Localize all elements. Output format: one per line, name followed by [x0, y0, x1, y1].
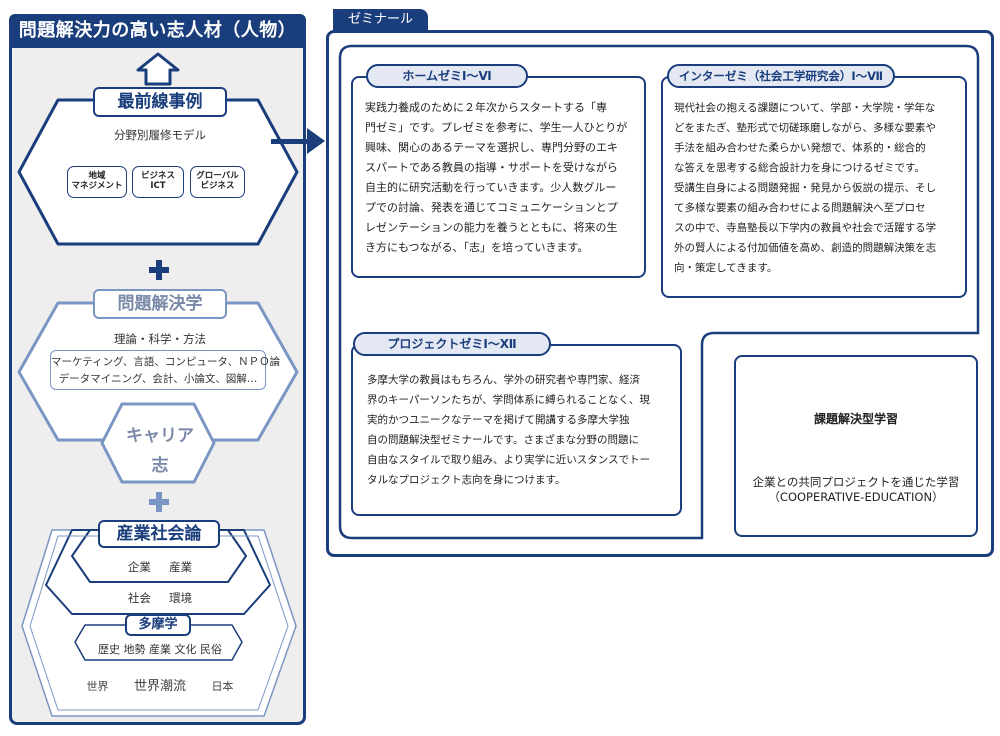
- coop-title: 課題解決型学習: [813, 412, 898, 426]
- tama-items: 歴史 地勢 産業 文化 民俗: [82, 641, 238, 657]
- problem-topics-box: マーケティング、言語、コンピュータ、ＮＰＯ論 データマイニング、会計、小論文、図…: [50, 350, 281, 390]
- inter-seminar-body: 現代社会の抱える課題について、学部・大学院・学年などをまたぎ、塾形式で切磋琢磨し…: [674, 102, 937, 274]
- tama-title: 多摩学: [125, 614, 191, 636]
- home-seminar-body: 実践力養成のために２年次からスタートする「専門ゼミ」です。プレゼミを参考に、学生…: [365, 101, 628, 254]
- industry-environment: 環境: [169, 591, 193, 605]
- inter-seminar-card: [661, 76, 967, 298]
- industry-row2: 社会 環境: [110, 590, 210, 606]
- problem-topics-line1: マーケティング、言語、コンピュータ、ＮＰＯ論: [51, 356, 281, 368]
- model-label: 地域 マネジメント: [71, 171, 123, 191]
- plus-icon: [147, 490, 171, 514]
- problem-subtitle: 理論・科学・方法: [114, 332, 206, 346]
- coop-line2: （COOPERATIVE-EDUCATION）: [768, 490, 944, 504]
- world-row: 世界 世界潮流 日本: [60, 675, 260, 694]
- world-trend: 世界潮流: [133, 679, 186, 694]
- tama-item: 地勢: [123, 643, 146, 656]
- industry-industry: 産業: [169, 560, 193, 574]
- frontline-title: 最前線事例: [93, 87, 227, 117]
- problem-topics-line2: データマイニング、会計、小論文、図解…: [58, 373, 258, 385]
- coop-card: [734, 355, 978, 537]
- industry-title: 産業社会論: [98, 520, 220, 548]
- model-card: ビジネス ICT: [132, 166, 184, 198]
- project-seminar-title: プロジェクトゼミⅠ〜Ⅻ: [353, 332, 551, 356]
- industry-company: 企業: [127, 560, 151, 574]
- tama-item: 産業: [149, 643, 171, 656]
- model-card: グローバル ビジネス: [190, 166, 245, 198]
- home-seminar-title: ホームゼミⅠ〜Ⅵ: [366, 64, 528, 88]
- problem-title: 問題解決学: [93, 289, 227, 319]
- tama-hexagon: [74, 624, 243, 661]
- project-seminar-body: 多摩大学の教員はもちろん、学外の研究者や専門家、経済界のキーパーソンたちが、学問…: [367, 374, 651, 486]
- right-arrow-icon: [271, 128, 325, 154]
- industry-society: 社会: [127, 591, 151, 605]
- coop-line1: 企業との共同プロジェクトを通じた学習: [752, 475, 960, 489]
- japan-label: 日本: [211, 680, 234, 693]
- model-label: グローバル ビジネス: [196, 171, 239, 191]
- industry-row1: 企業 産業: [110, 559, 210, 575]
- up-arrow-icon: [136, 52, 180, 86]
- tama-item: 民俗: [200, 643, 222, 656]
- model-label: ビジネス ICT: [140, 171, 175, 191]
- home-seminar-card: [351, 76, 646, 278]
- career-label-2: 志: [151, 456, 169, 476]
- plus-icon: [147, 258, 171, 282]
- project-seminar-card: [351, 344, 682, 516]
- tama-item: 歴史: [98, 643, 120, 656]
- left-title: 問題解決力の高い志人材（人物）: [9, 14, 306, 48]
- career-label-1: キャリア: [126, 426, 194, 446]
- seminar-tab: ゼミナール: [333, 9, 428, 31]
- career-hexagon: [100, 402, 216, 484]
- frontline-subtitle: 分野別履修モデル: [114, 128, 206, 142]
- model-card: 地域 マネジメント: [67, 166, 127, 198]
- tama-item: 文化: [174, 643, 197, 656]
- inter-seminar-title: インターゼミ（社会工学研究会）Ⅰ〜Ⅶ: [667, 64, 895, 88]
- world-label: 世界: [86, 680, 109, 693]
